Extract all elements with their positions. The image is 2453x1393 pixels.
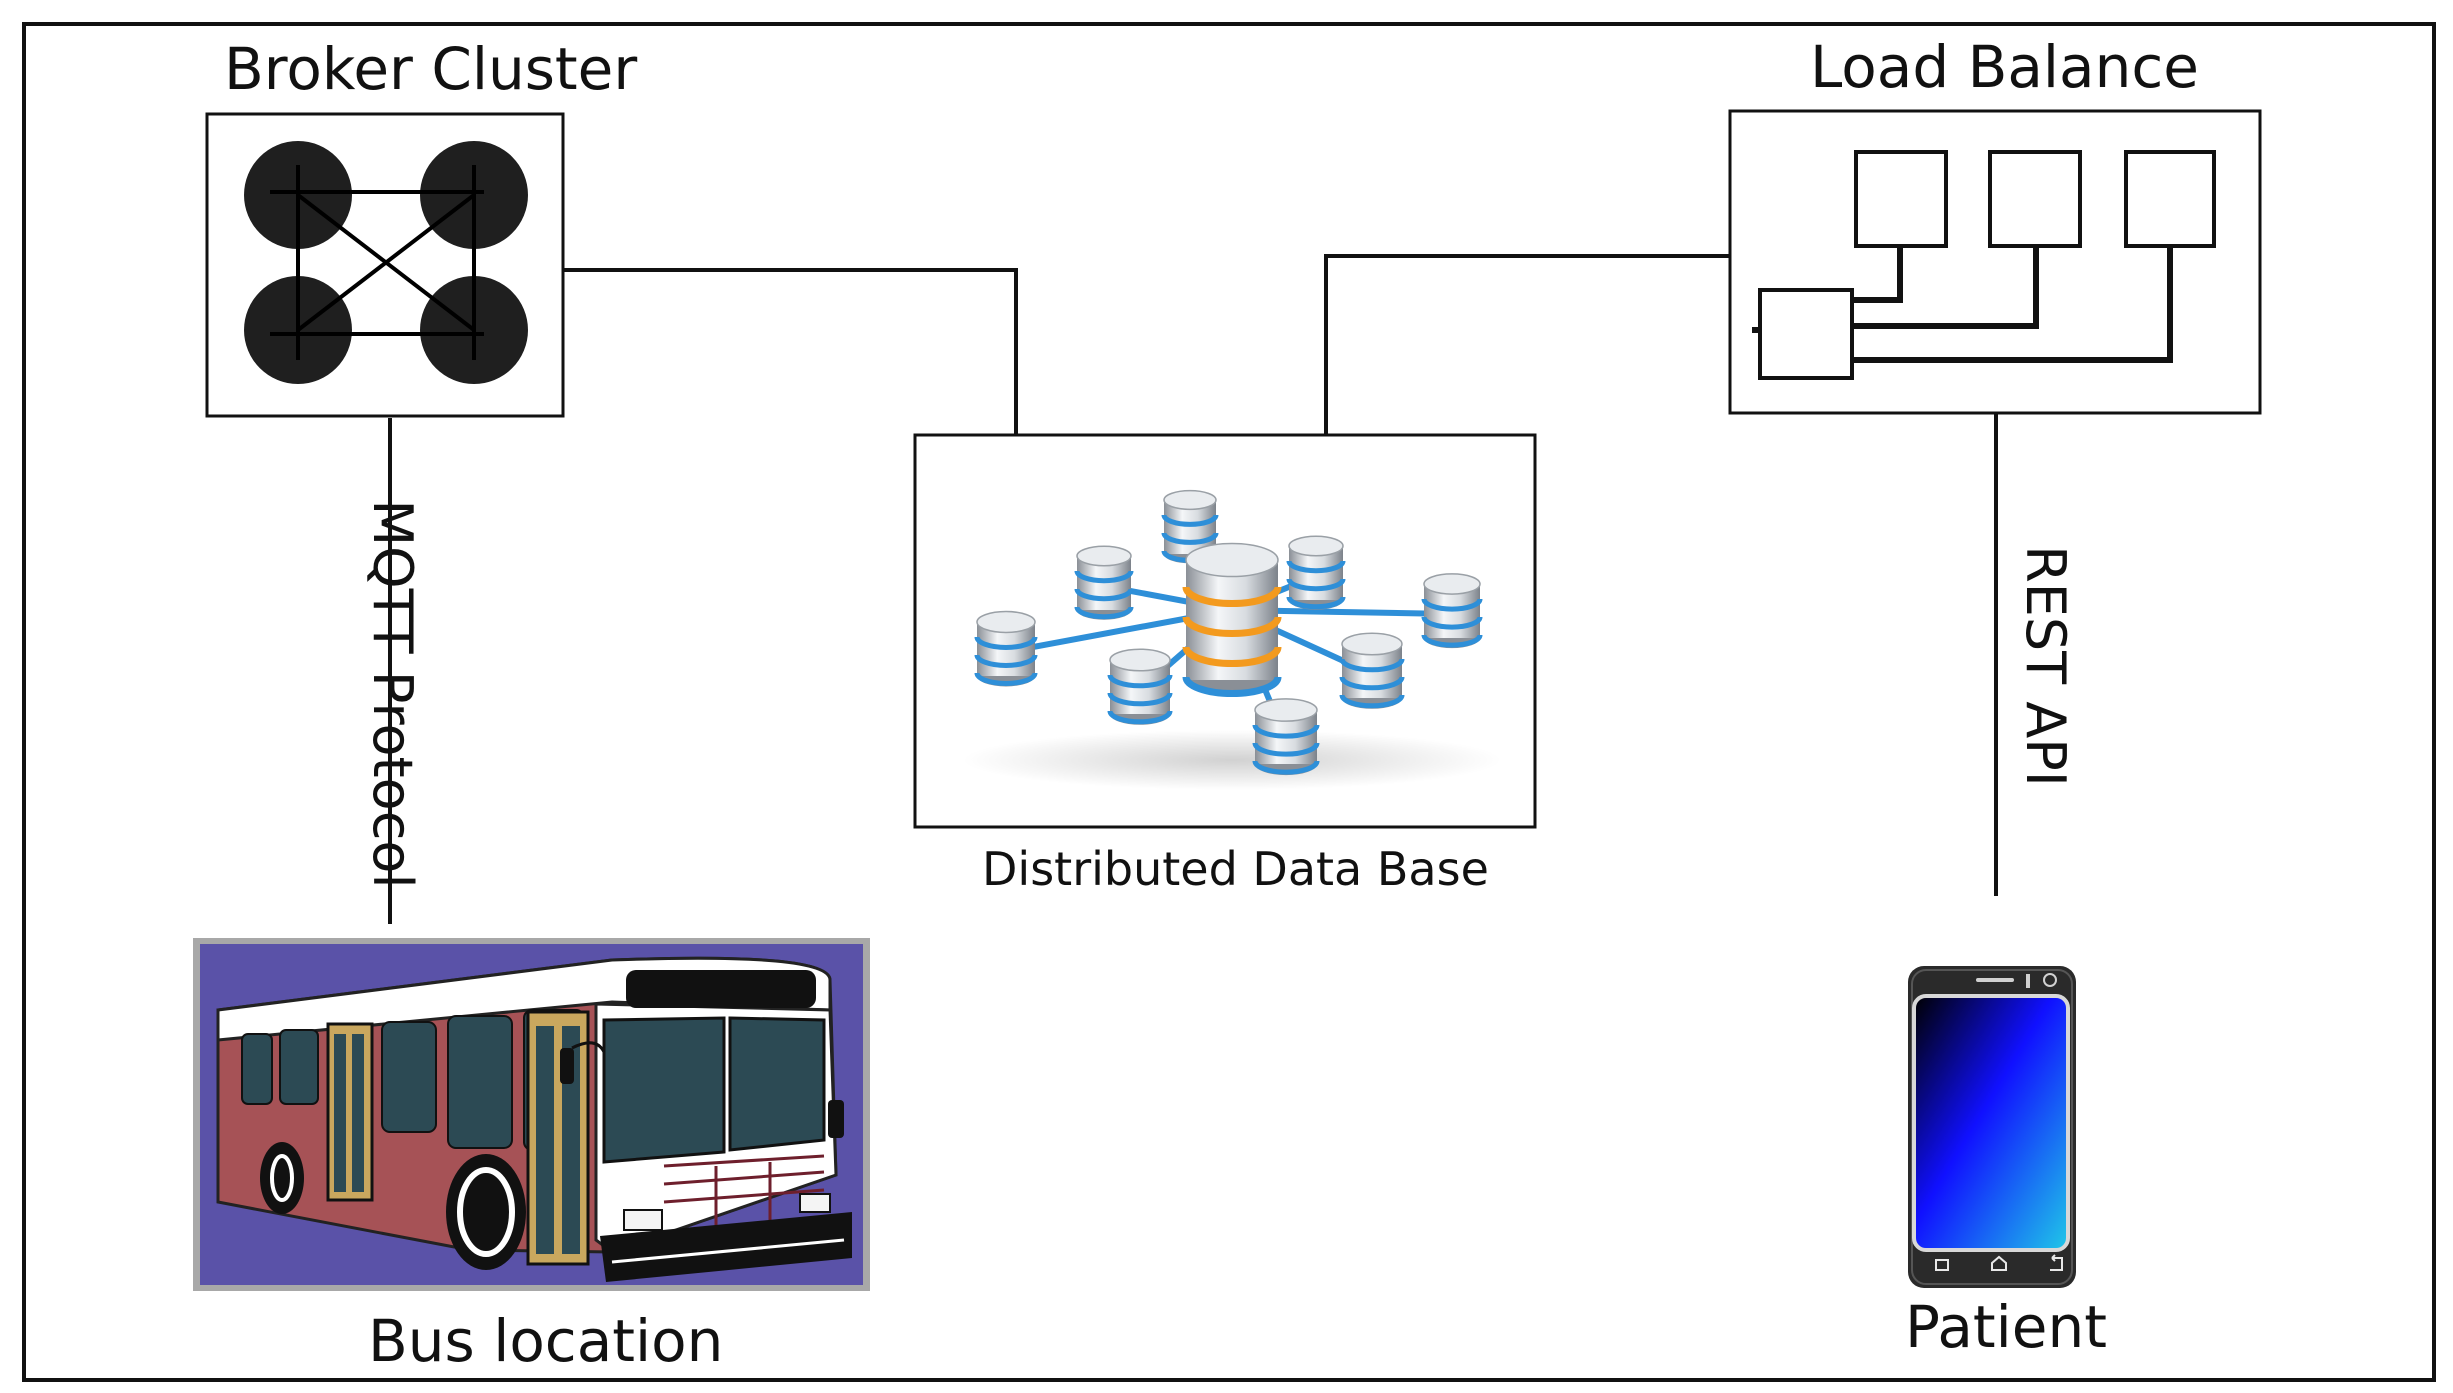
server-box-1: [1854, 150, 1948, 248]
database-icon: [974, 610, 1038, 687]
server-box-3: [2124, 150, 2216, 248]
outer-frame: [22, 22, 2436, 1382]
server-box-2: [1988, 150, 2082, 248]
bus-location-label: Bus location: [368, 1307, 724, 1375]
database-icon: [1339, 632, 1405, 709]
broker-to-db-line: [560, 268, 1018, 434]
distributed-db-box: [913, 433, 1537, 829]
load-balance-box: [1728, 109, 2262, 415]
loadbalance-to-db-line: [1324, 254, 1730, 434]
patient-label: Patient: [1905, 1293, 2107, 1361]
bus-window-3: [381, 1021, 437, 1133]
bus-window-1: [241, 1033, 273, 1105]
database-icon: [1161, 489, 1219, 564]
bus-destination-sign: [626, 970, 816, 1008]
back-icon: [2050, 1254, 2063, 1271]
balancer-box: [1758, 288, 1854, 380]
load-balance-label: Load Balance: [1810, 33, 2199, 101]
bus-windshield: [602, 1016, 726, 1164]
phone-speaker: [1976, 978, 2014, 982]
phone-nav-icons: [1935, 1254, 2063, 1271]
bus-bumper: [600, 1212, 852, 1282]
menu-icon: [1935, 1259, 1949, 1271]
broker-cluster-label: Broker Cluster: [224, 35, 638, 103]
bus-window-2: [279, 1029, 319, 1105]
distributed-db-label: Distributed Data Base: [982, 842, 1489, 896]
phone-camera: [2043, 973, 2057, 987]
database-network-nodes: [974, 489, 1483, 776]
balancer-links: [1752, 246, 2173, 363]
home-icon: [1991, 1255, 2007, 1271]
broker-cluster-box: [205, 112, 565, 418]
database-icon: [1286, 535, 1346, 610]
database-icon: [1107, 648, 1173, 725]
rest-api-label: REST API: [2014, 545, 2077, 787]
phone-image: [1908, 966, 2076, 1288]
mqtt-protocol-label: MQTT Protocol: [361, 499, 424, 889]
phone-screen: [1912, 994, 2070, 1252]
bus-image: [193, 938, 870, 1291]
bus-window-4: [447, 1015, 513, 1149]
database-hub-icon: [1182, 542, 1282, 698]
bus-wheel-rear: [260, 1142, 304, 1214]
database-icon: [1252, 698, 1320, 776]
broker-mesh-lines: [270, 165, 484, 360]
connectors: [388, 254, 1998, 924]
database-icon: [1421, 573, 1483, 649]
database-icon: [1074, 545, 1134, 620]
